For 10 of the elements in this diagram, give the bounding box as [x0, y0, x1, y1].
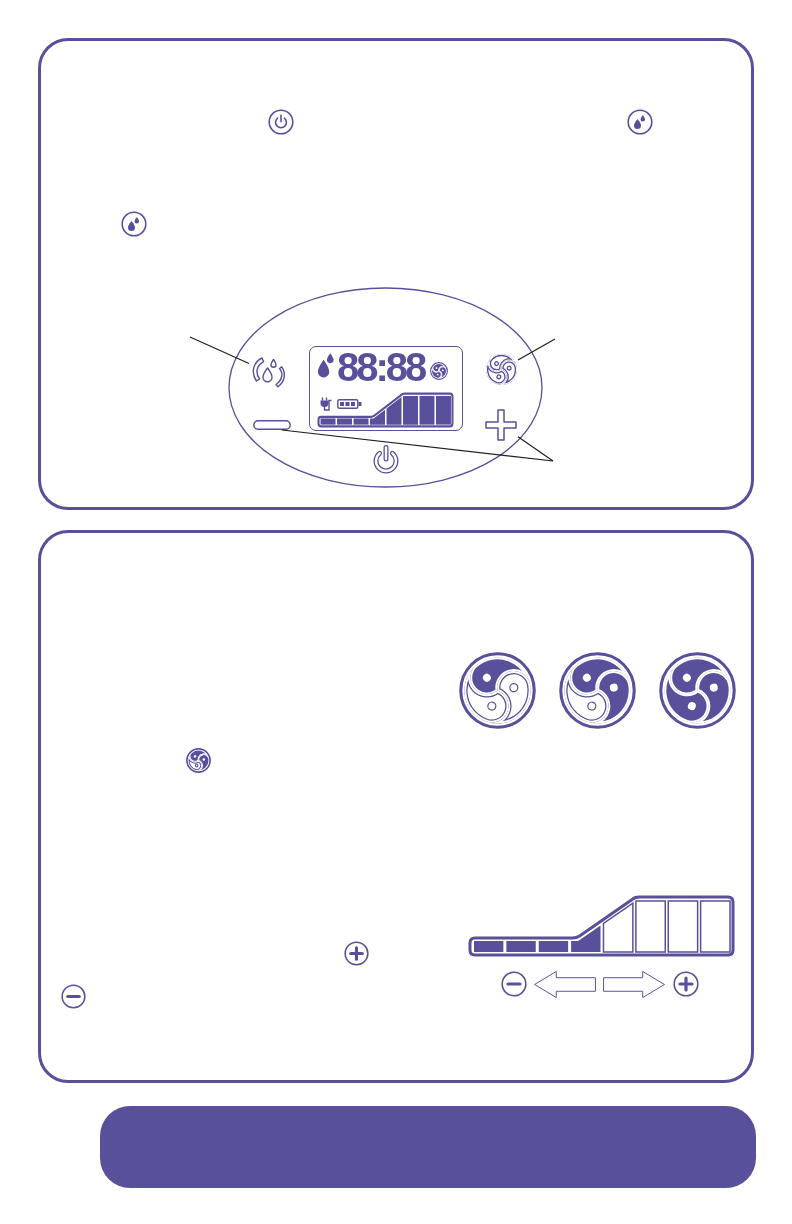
control-panel: [228, 287, 543, 488]
triple-swirl-icon: [485, 353, 518, 386]
plus-icon: [484, 408, 518, 442]
lcd-digits: 88:88: [337, 347, 425, 387]
leader-line: [517, 338, 556, 361]
leader-line: [189, 336, 250, 365]
leader-line: [517, 436, 554, 462]
minus-icon: [253, 420, 291, 430]
lcd-display: [309, 346, 463, 431]
leader-line: [281, 429, 554, 462]
